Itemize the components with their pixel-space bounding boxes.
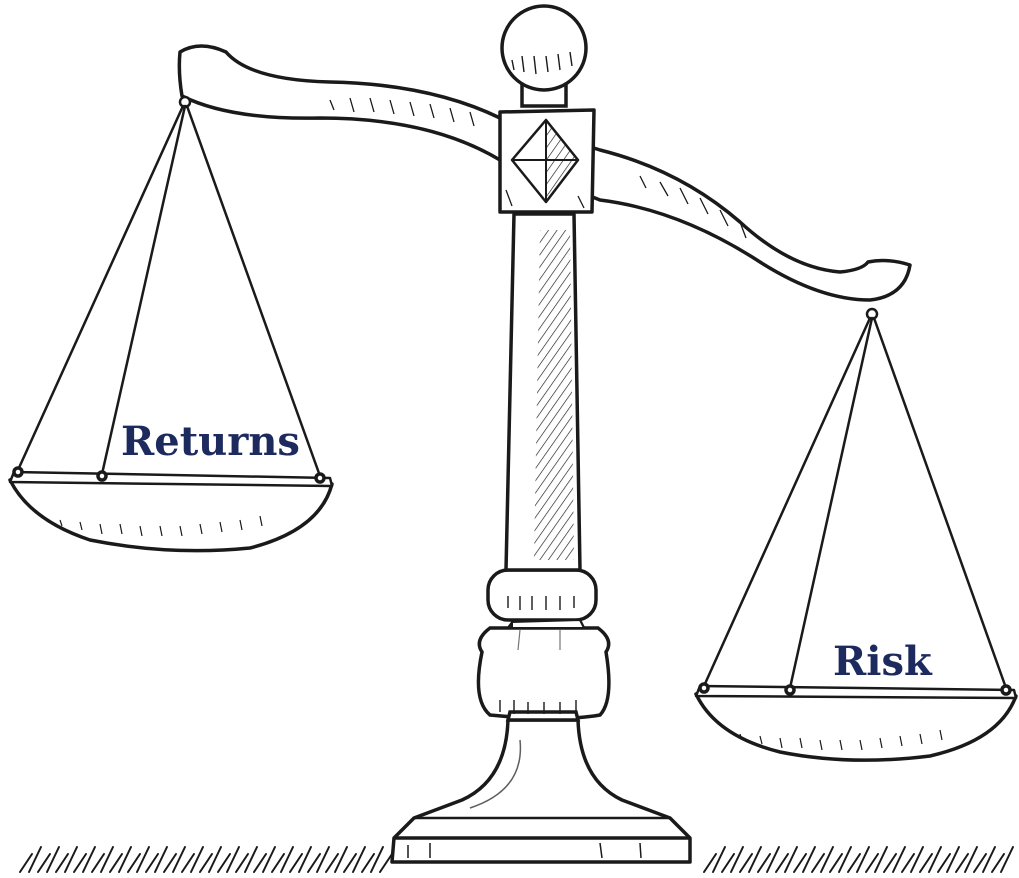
right-pan [694,682,1018,762]
right-pan-strings [702,307,1008,690]
ground-hatching [19,846,1014,873]
top-ball [500,4,588,108]
returns-label: Returns [121,418,300,465]
lower-knob [476,626,611,722]
center-post [504,212,586,651]
left-pan [8,466,334,553]
collar-ring [486,568,598,622]
scale-base [390,718,692,864]
risk-label: Risk [833,638,932,685]
pivot-box [498,108,596,214]
left-pan-strings [16,95,322,478]
